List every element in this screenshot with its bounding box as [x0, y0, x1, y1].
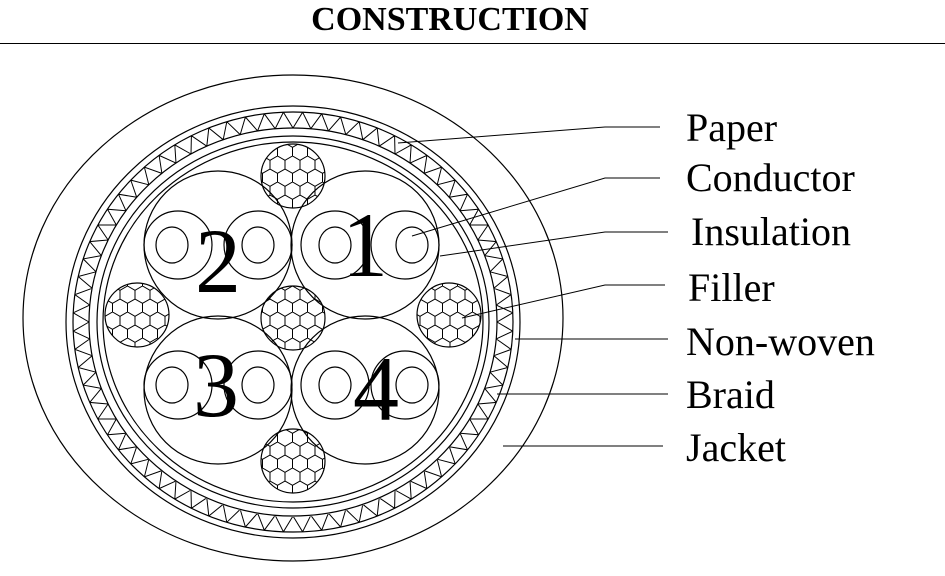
- label-insulation: Insulation: [691, 209, 851, 254]
- braid-outer: [72, 111, 514, 533]
- label-jacket: Jacket: [686, 425, 786, 470]
- leader-filler: [461, 284, 665, 319]
- jacket-outer: [22, 74, 564, 562]
- pair-1: [290, 170, 440, 320]
- pair-number-1: 1: [342, 194, 388, 296]
- pair-3: [143, 315, 293, 465]
- label-braid: Braid: [686, 372, 775, 417]
- label-non-woven: Non-woven: [686, 319, 875, 364]
- pair-number-4: 4: [353, 338, 399, 440]
- page-title: CONSTRUCTION: [311, 1, 589, 38]
- pair-number-3: 3: [193, 334, 239, 436]
- filler-center: [260, 285, 326, 351]
- non-woven-outer: [65, 105, 521, 539]
- pair-4: [290, 315, 440, 465]
- label-filler: Filler: [688, 265, 775, 310]
- leader-conductor: [411, 177, 660, 237]
- braid-inner: [88, 127, 498, 517]
- title-underline: [0, 43, 945, 44]
- leader-insulation: [439, 231, 668, 257]
- label-conductor: Conductor: [686, 155, 855, 200]
- pair-number-2: 2: [195, 210, 241, 312]
- filler-top: [260, 143, 326, 209]
- paper-layer-outer: [96, 135, 490, 509]
- leader-paper: [397, 126, 660, 144]
- filler-left: [104, 282, 170, 348]
- pair-2: [143, 170, 293, 320]
- paper-layer-inner: [102, 141, 484, 503]
- filler-right: [416, 282, 482, 348]
- filler-bottom: [260, 428, 326, 494]
- label-paper: Paper: [686, 105, 777, 150]
